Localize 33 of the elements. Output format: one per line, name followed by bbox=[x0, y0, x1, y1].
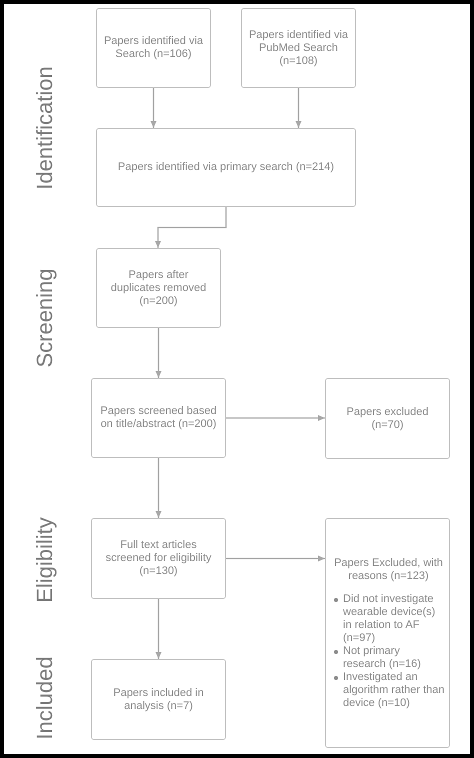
arrow bbox=[226, 415, 325, 421]
arrow bbox=[156, 328, 162, 378]
stage-label: Eligibility bbox=[32, 517, 58, 603]
box-text: Full text articles screened for eligibility (n=130) bbox=[104, 539, 212, 578]
bullet-text: Not primary research (n=16) bbox=[343, 645, 421, 670]
arrow bbox=[156, 458, 162, 518]
process-box bbox=[91, 659, 226, 740]
process-box bbox=[325, 518, 450, 748]
process-box bbox=[325, 378, 450, 459]
box-text: Papers screened based on title/abstract (n=200) bbox=[99, 405, 218, 431]
bullet-text: Investigated an algorithm rather than device (n=10) bbox=[343, 671, 444, 709]
arrow bbox=[155, 207, 227, 248]
box-text: Papers after duplicates removed (n=200) bbox=[110, 268, 208, 308]
box-text: Papers excluded (n=70) bbox=[346, 406, 430, 432]
box-text: Papers included in analysis (n=7) bbox=[112, 686, 205, 712]
arrow bbox=[296, 88, 302, 128]
process-box bbox=[96, 248, 221, 328]
stage-label: Screening bbox=[32, 268, 58, 368]
arrow bbox=[226, 556, 325, 562]
arrow bbox=[156, 599, 162, 659]
box-text: Papers identified via Search (n=106) bbox=[103, 35, 204, 61]
stage-label: Included bbox=[32, 656, 58, 740]
box-text: Papers identified via PubMed Search (n=108) bbox=[248, 28, 349, 68]
stage-label: Identification bbox=[32, 66, 58, 190]
bullet-text: Did not investigate wearable device(s) in relation to AF (n=97) bbox=[343, 593, 436, 644]
process-box bbox=[96, 128, 356, 207]
process-box bbox=[91, 378, 226, 458]
arrow bbox=[150, 88, 156, 128]
box-text: Papers identified via primary search (n=214) bbox=[116, 161, 336, 174]
box-text: Papers Excluded, with reasons (n=123) bbox=[333, 557, 444, 583]
process-box bbox=[241, 8, 356, 88]
process-box bbox=[91, 518, 226, 599]
process-box bbox=[96, 8, 211, 88]
